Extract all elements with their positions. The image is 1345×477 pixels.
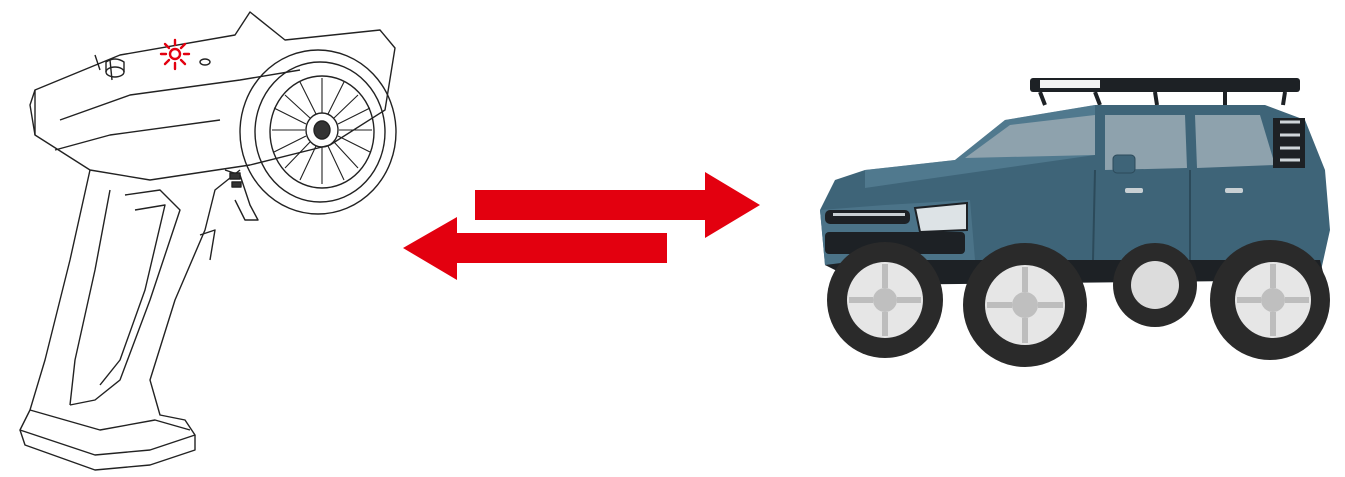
middle-wheel [963, 243, 1087, 367]
arrow-right-icon [475, 172, 760, 238]
rc-suv-icon [795, 60, 1345, 380]
blinking-led-icon [161, 40, 189, 69]
pairing-arrows [395, 160, 770, 290]
hidden-rear-wheel [1113, 243, 1197, 327]
rc-transmitter-icon [0, 0, 420, 477]
front-wheel [827, 242, 943, 358]
rear-wheel [1210, 240, 1330, 360]
arrow-left-icon [403, 217, 667, 280]
